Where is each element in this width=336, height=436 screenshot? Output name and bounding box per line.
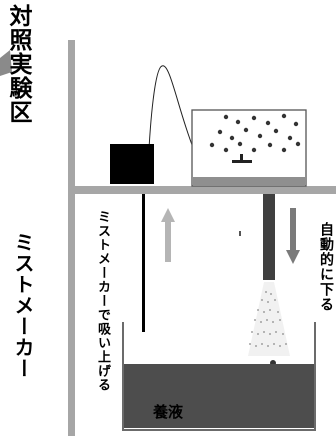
- arrow-down-shaft: [290, 208, 296, 252]
- shelf: [72, 186, 336, 194]
- auto-lower-label: 自動的に下る: [318, 222, 334, 312]
- nutrient-liquid: [124, 364, 314, 428]
- float-stem: [240, 154, 243, 162]
- descending-rod: [263, 194, 275, 280]
- mist-maker-label: ミストメーカーで吸い上げる: [95, 210, 110, 392]
- control-section-label: 対照実験区: [5, 4, 31, 124]
- power-cord: [147, 65, 195, 171]
- arrow-up-shaft: [165, 220, 171, 262]
- arrow-down-head: [286, 250, 300, 264]
- spray-dots: [249, 291, 287, 347]
- mist-tube: [142, 194, 145, 332]
- plant-container-base: [193, 177, 305, 186]
- mist-section-label: ミストメーカー: [11, 232, 35, 379]
- spray-cone: [248, 282, 290, 356]
- plant-dots: [209, 113, 301, 153]
- mist-box: [110, 144, 154, 184]
- arrow-up-head: [161, 208, 175, 222]
- wedge-marker-icon: [0, 50, 12, 76]
- nutrient-solution-label: 養液: [153, 403, 184, 421]
- vertical-wall: [68, 40, 75, 436]
- small-mark: [239, 231, 241, 236]
- plant-container: [191, 109, 307, 187]
